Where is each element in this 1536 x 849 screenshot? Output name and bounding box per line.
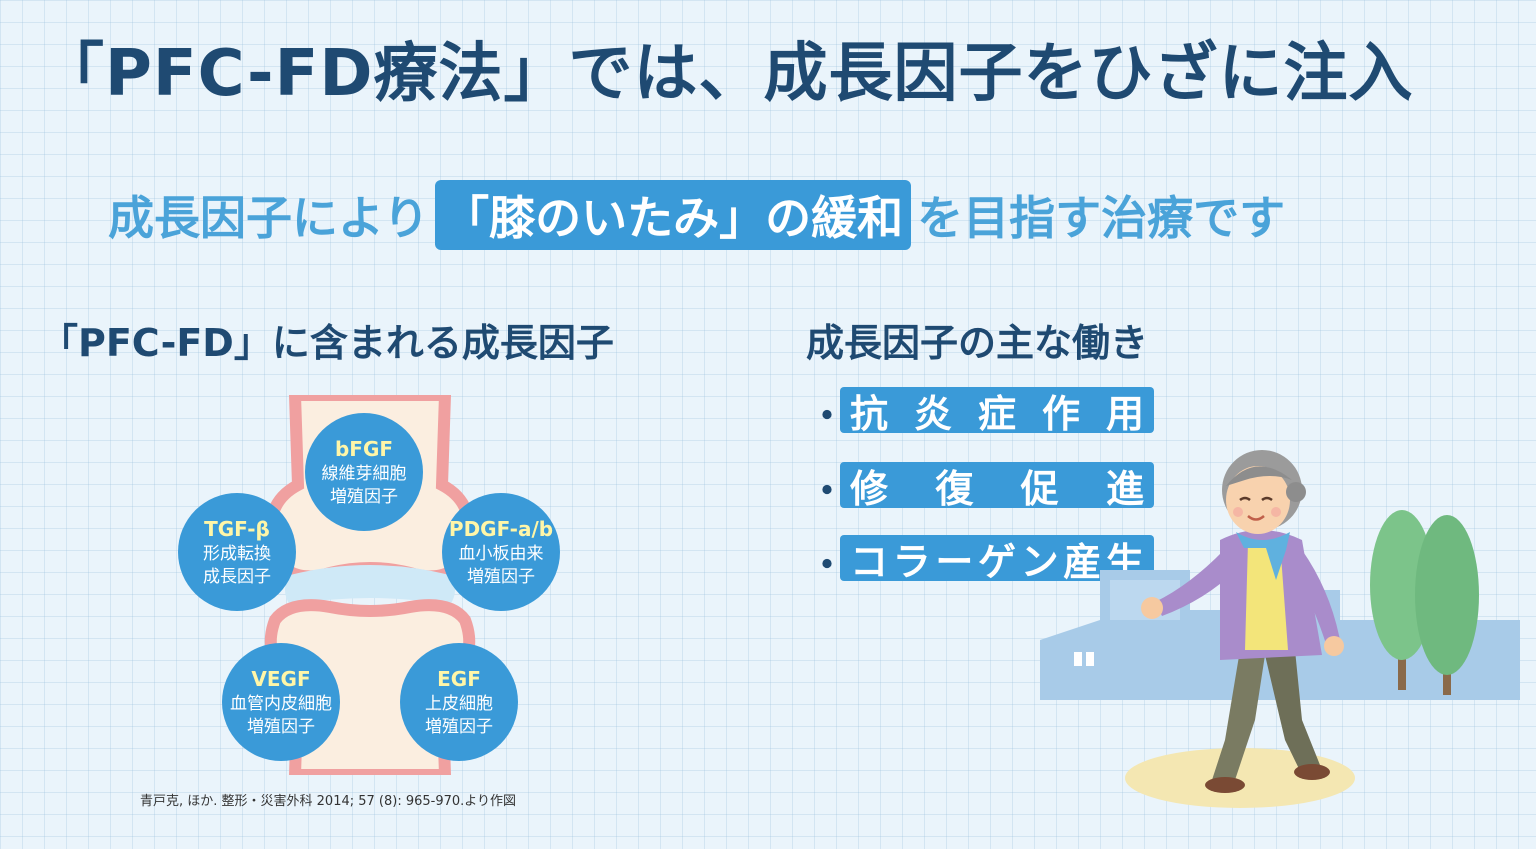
growth-factor-name: EGF xyxy=(437,666,481,691)
hand xyxy=(1324,636,1344,656)
subtitle-highlight: 「膝のいたみ」の緩和 xyxy=(435,180,912,250)
walking-elderly-woman-illustration xyxy=(1040,450,1520,808)
shoe xyxy=(1294,764,1330,780)
growth-factor-name: PDGF-a/b xyxy=(448,516,554,541)
function-char: ン xyxy=(1020,539,1059,584)
hand xyxy=(1141,597,1163,619)
scarf xyxy=(1236,532,1290,580)
growth-factor-bfgf: bFGF 線維芽細胞 増殖因子 xyxy=(305,413,423,531)
growth-factor-egf: EGF 上皮細胞 増殖因子 xyxy=(400,643,518,761)
growth-factor-tgf-beta: TGF-β 形成転換 成長因子 xyxy=(178,493,296,611)
function-repair-promotion: 修 復 促 進 xyxy=(840,462,1154,511)
mouth xyxy=(1247,515,1265,521)
growth-factor-desc: 上皮細胞 xyxy=(425,693,493,714)
citation: 青戸克, ほか. 整形・災害外科 2014; 57 (8): 965-970.よ… xyxy=(140,794,517,809)
growth-factor-desc: 血小板由来 xyxy=(458,543,544,564)
function-char: ー xyxy=(935,539,974,584)
growth-factor-desc: 成長因子 xyxy=(203,566,271,587)
function-char: 用 xyxy=(1105,391,1144,436)
window xyxy=(1074,652,1082,666)
growth-factor-name: VEGF xyxy=(251,666,311,691)
function-char: 復 xyxy=(935,466,974,511)
hair-bun xyxy=(1286,482,1306,502)
page-title: 「PFC-FD療法」では、成長因子をひざに注入 xyxy=(40,37,1414,111)
leg xyxy=(1265,650,1320,775)
growth-factor-desc: 増殖因子 xyxy=(425,716,493,737)
growth-factor-vegf: VEGF 血管内皮細胞 増殖因子 xyxy=(222,643,340,761)
growth-factor-heading: 「PFC-FD」に含まれる成長因子 xyxy=(40,321,614,365)
hair-front xyxy=(1226,466,1292,486)
function-char: 炎 xyxy=(913,391,952,436)
subtitle-after: を目指す治療です xyxy=(917,191,1286,245)
tree xyxy=(1415,515,1479,675)
function-anti-inflammatory: 抗 炎 症 作 用 xyxy=(840,387,1154,436)
subtitle-before: 成長因子により xyxy=(108,191,430,245)
bullet: ・ xyxy=(808,469,847,513)
face xyxy=(1226,466,1290,534)
leg xyxy=(1212,650,1265,780)
function-char: ラ xyxy=(892,539,931,584)
function-char: コ xyxy=(850,539,889,584)
function-char: 抗 xyxy=(850,391,889,436)
growth-factor-desc: 増殖因子 xyxy=(467,566,535,587)
shoe xyxy=(1205,777,1245,793)
knee-joint-diagram: bFGF 線維芽細胞 増殖因子 TGF-β 形成転換 成長因子 PDGF-a/b… xyxy=(178,395,560,775)
function-char: 産 xyxy=(1063,539,1102,584)
growth-factor-name: bFGF xyxy=(334,436,394,461)
growth-factor-desc: 形成転換 xyxy=(203,543,271,564)
window xyxy=(1086,652,1094,666)
function-char: 進 xyxy=(1105,466,1144,511)
subtitle: 成長因子により 「膝のいたみ」の緩和 を目指す治療です xyxy=(108,180,1285,250)
function-char: 修 xyxy=(850,466,889,511)
growth-factor-desc: 血管内皮細胞 xyxy=(230,693,332,714)
function-char: 症 xyxy=(977,391,1016,436)
cheek xyxy=(1233,507,1243,517)
growth-factor-desc: 線維芽細胞 xyxy=(321,463,407,484)
function-char: ゲ xyxy=(977,539,1016,584)
function-char: 作 xyxy=(1041,391,1080,436)
cheek xyxy=(1271,507,1281,517)
bullet: ・ xyxy=(808,543,847,587)
function-heading: 成長因子の主な働き xyxy=(806,321,1149,365)
growth-factor-pdgf: PDGF-a/b 血小板由来 増殖因子 xyxy=(442,493,560,611)
arm xyxy=(1155,550,1236,616)
bullet: ・ xyxy=(808,394,847,438)
growth-factor-desc: 増殖因子 xyxy=(330,486,398,507)
function-char: 促 xyxy=(1020,466,1059,511)
eye xyxy=(1239,496,1251,502)
growth-factor-desc: 増殖因子 xyxy=(247,716,315,737)
growth-factor-name: TGF-β xyxy=(204,516,270,541)
arm xyxy=(1292,550,1340,644)
eye xyxy=(1261,496,1273,502)
